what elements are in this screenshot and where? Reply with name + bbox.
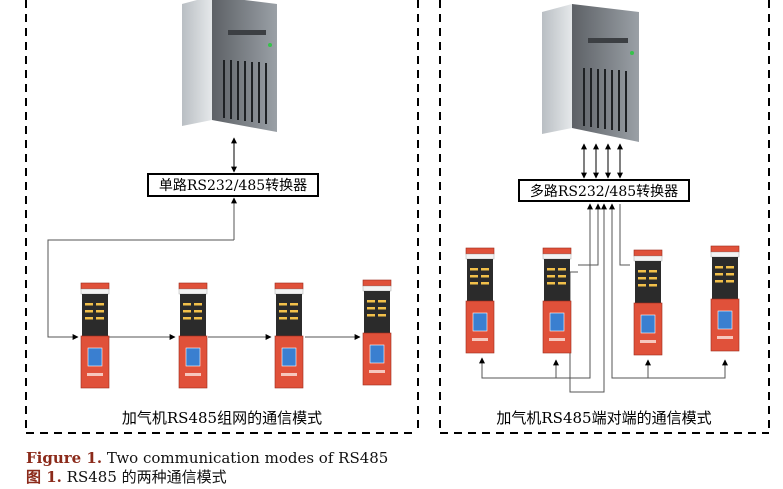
gas-dispenser-5 <box>465 247 495 354</box>
gas-dispenser-1 <box>80 282 110 389</box>
left-panel-border <box>25 0 419 434</box>
left-mode-label: 加气机RS485组网的通信模式 <box>122 409 322 427</box>
server-converter-links <box>581 143 623 179</box>
point-to-point-wiring <box>479 203 728 393</box>
figure-caption-zh: 图 1. RS485 的两种通信模式 <box>26 468 227 486</box>
gas-dispenser-8 <box>710 245 740 352</box>
right-mode-label: 加气机RS485端对端的通信模式 <box>496 409 711 427</box>
rs485-bus-wiring <box>47 197 361 340</box>
gas-dispenser-6 <box>542 247 572 354</box>
multi-channel-converter-box <box>518 179 690 202</box>
figure-label-en: Figure 1. <box>26 449 103 467</box>
single-channel-converter-box <box>147 173 319 197</box>
figure-label-zh: 图 1. <box>26 468 62 486</box>
right-panel-border <box>439 0 770 434</box>
server-icon <box>542 4 639 142</box>
figure-text-zh: RS485 的两种通信模式 <box>66 468 227 486</box>
gas-dispenser-4 <box>362 279 392 386</box>
server-icon <box>182 0 277 132</box>
figure-caption-en: Figure 1. Two communication modes of RS4… <box>26 449 388 467</box>
gas-dispenser-7 <box>633 249 663 356</box>
gas-dispenser-3 <box>274 282 304 389</box>
figure-text-en: Two communication modes of RS485 <box>106 449 389 467</box>
multi-channel-converter-label: 多路RS232/485转换器 <box>530 183 678 200</box>
gas-dispenser-2 <box>178 282 208 389</box>
single-channel-converter-label: 单路RS232/485转换器 <box>159 177 307 194</box>
